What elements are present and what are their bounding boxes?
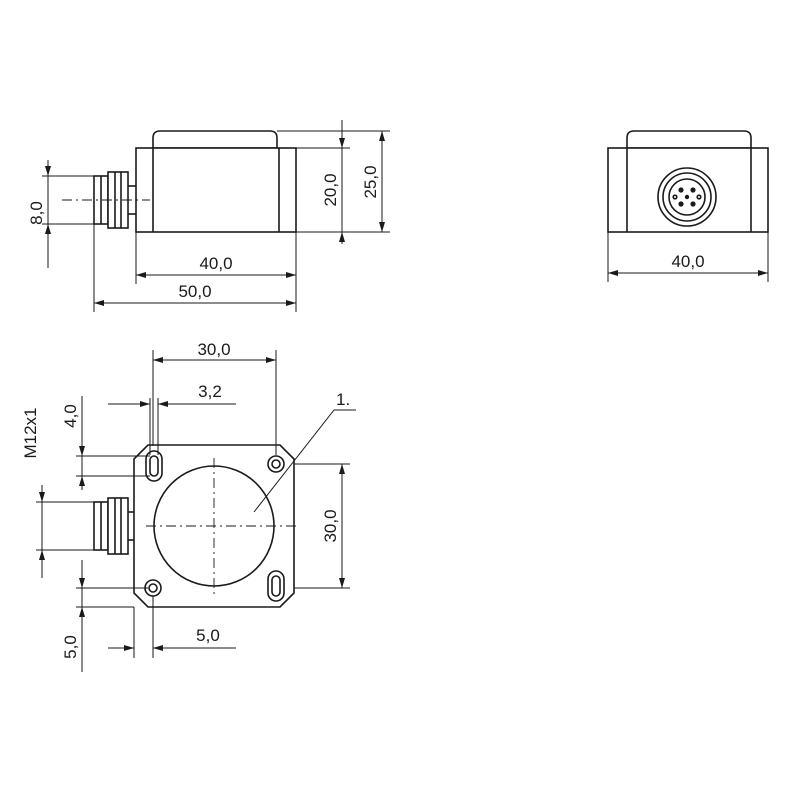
end-view-body bbox=[607, 147, 769, 233]
thread-dim: M12x1 bbox=[21, 407, 40, 458]
side-view-body-height-dim: 20,0 bbox=[321, 173, 340, 206]
offset-x-dim: 5,0 bbox=[196, 626, 220, 645]
side-view-connector-dim: 8,0 bbox=[27, 201, 46, 225]
side-view-width-dim: 40,0 bbox=[199, 254, 232, 273]
side-view-length-dim: 50,0 bbox=[178, 282, 211, 301]
side-view: 40,0 50,0 20,0 25,0 8,0 bbox=[27, 120, 390, 312]
top-view-connector bbox=[93, 497, 134, 555]
side-view-cap bbox=[152, 130, 278, 149]
m12-connector-face bbox=[657, 167, 717, 227]
callout-leader bbox=[253, 409, 356, 513]
callout-label: 1. bbox=[336, 390, 350, 409]
offset-y-dim: 5,0 bbox=[61, 635, 80, 659]
side-view-total-height-dim: 25,0 bbox=[361, 165, 380, 198]
slot-width-dim: 3,2 bbox=[198, 382, 222, 401]
slot-length-dim: 4,0 bbox=[61, 404, 80, 428]
vertical-spacing-dim: 30,0 bbox=[321, 509, 340, 542]
mounting-slot-top-left bbox=[145, 450, 163, 482]
mounting-hole-top-right bbox=[267, 455, 285, 473]
side-view-body bbox=[135, 147, 297, 233]
end-view: 40,0 bbox=[607, 130, 769, 282]
mounting-slot-bottom-right bbox=[267, 570, 285, 602]
end-view-width-dim: 40,0 bbox=[671, 252, 704, 271]
top-view: 30,0 3,2 4,0 M12x1 30,0 5,0 bbox=[21, 340, 356, 672]
hole-spacing-dim: 30,0 bbox=[197, 340, 230, 359]
